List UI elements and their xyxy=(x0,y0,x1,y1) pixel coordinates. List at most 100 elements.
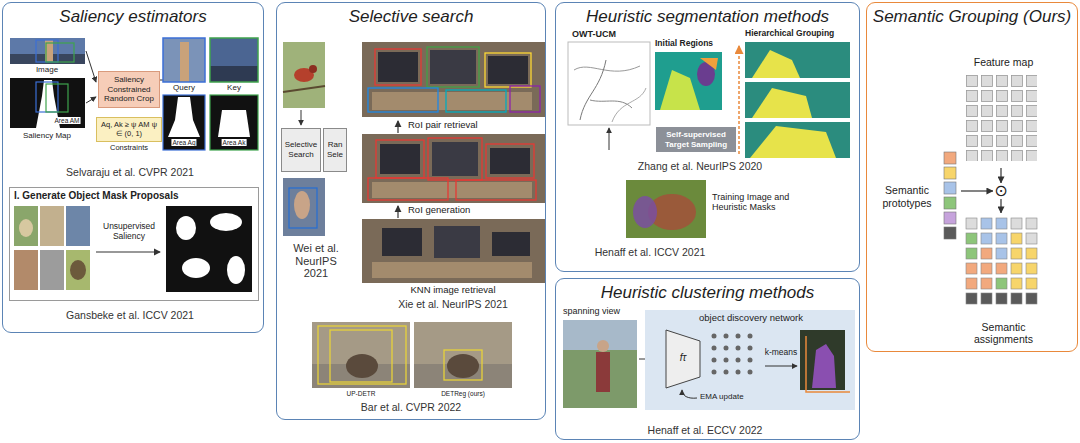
node-text: Saliency estimators xyxy=(3,7,263,27)
node-text: Semantic Grouping (Ours) xyxy=(867,7,1077,27)
feature-map: Feature map xyxy=(961,56,1046,168)
assignment-grid xyxy=(1011,233,1022,244)
contour-map xyxy=(580,60,606,120)
person-photo xyxy=(294,191,310,219)
desk-photo-pairs xyxy=(368,88,438,112)
assignment-grid xyxy=(1011,293,1022,304)
mask-proposal-figure xyxy=(166,206,252,292)
desk-photo-pairs xyxy=(362,42,545,117)
mask-proposal-figure xyxy=(227,256,245,284)
city-photo xyxy=(10,38,85,64)
mask-proposal-figure xyxy=(96,251,160,252)
assignment-grid xyxy=(981,248,992,259)
mask-proposal-figure xyxy=(40,206,64,246)
desk-photo-pairs xyxy=(372,92,532,110)
assignment-grid xyxy=(1026,278,1037,289)
desk-photo-pairs xyxy=(368,178,448,200)
desk-photo-pairs xyxy=(397,121,398,133)
mask-proposal-figure xyxy=(66,206,90,246)
figure-label: Unsupervised Saliency xyxy=(94,222,164,242)
network-figure xyxy=(736,346,741,351)
desk-photo-pairs xyxy=(380,144,420,174)
network-figure xyxy=(724,334,729,339)
assignment-grid xyxy=(981,233,992,244)
network-figure xyxy=(736,358,741,363)
desk-photo-pairs xyxy=(490,148,530,174)
city-photo xyxy=(46,43,74,62)
node-text: Semantic assignments xyxy=(961,321,1046,346)
hierarchical-grouping-stack xyxy=(738,46,740,154)
assignment-grid xyxy=(966,248,977,259)
query-key-crops xyxy=(168,97,200,137)
spanning-view-photo xyxy=(563,320,637,408)
figure-label: Area AM xyxy=(54,117,81,124)
node-text: object discovery network xyxy=(646,312,856,323)
saliency-map xyxy=(36,82,58,112)
assignment-grid xyxy=(996,233,1007,244)
mask-proposal-figure xyxy=(14,206,252,292)
flow-arrow xyxy=(86,97,96,103)
figure-label: Image xyxy=(36,65,58,74)
network-figure xyxy=(712,346,717,351)
arrow-connector xyxy=(1000,168,1001,183)
assignment-grid xyxy=(1011,263,1022,274)
network-figure xyxy=(806,336,850,392)
network-figure xyxy=(812,344,836,388)
figure-label: Initial Regions xyxy=(655,39,713,49)
bird-photo xyxy=(283,42,325,108)
network-figure xyxy=(748,346,753,351)
node-text: Ran Sele xyxy=(325,140,345,159)
assignment-grid xyxy=(966,293,977,304)
query-key-crops xyxy=(163,38,258,150)
prototype-swatches xyxy=(944,227,956,239)
bird-photo xyxy=(309,65,317,73)
person-photo xyxy=(289,188,317,228)
network-region: object discovery network xyxy=(646,311,856,411)
assignment-grid xyxy=(1026,233,1037,244)
process-box: Selective Search xyxy=(281,128,321,172)
assignment-map: Semantic assignments xyxy=(961,213,1046,346)
desk-photo-pairs xyxy=(434,226,480,258)
constraint-box: Aq, Ak ≥ ψ AM ψ ∈ (0, 1)Constraints xyxy=(96,117,162,152)
figure-label: RoI generation xyxy=(408,205,470,216)
spanning-view-photo xyxy=(596,352,610,392)
figure-label: Area Ak xyxy=(222,139,247,146)
method-panel: Semantic Grouping (Ours) Feature map ⊙ Sema… xyxy=(866,2,1078,352)
person-photo xyxy=(283,178,325,236)
arrow-connector xyxy=(961,190,993,191)
hierarchical-grouping-stack xyxy=(745,42,850,78)
desk-photo-pairs xyxy=(488,56,528,84)
citation: Gansbeke et al. ICCV 2021 xyxy=(66,309,194,321)
desk-photo-pairs xyxy=(372,182,532,198)
node-subtext: Constraints xyxy=(96,143,162,152)
desk-photo-pairs xyxy=(375,49,421,85)
bear-photos xyxy=(312,322,512,388)
mask-proposal-figure xyxy=(66,250,90,290)
figure-label: DETReg (ours) xyxy=(441,390,485,397)
product-symbol: ⊙ xyxy=(993,183,1009,199)
figure-label: Query xyxy=(173,83,195,92)
assignment-grid xyxy=(996,248,1007,259)
network-region xyxy=(645,310,855,410)
person-photo xyxy=(283,178,325,236)
desk-photo-pairs xyxy=(428,138,482,180)
assignment-grid xyxy=(981,263,992,274)
figure-label: fτ xyxy=(680,352,687,364)
network-figure xyxy=(748,358,753,363)
bird-photo xyxy=(283,42,325,108)
bear-photos xyxy=(330,330,392,382)
hierarchical-grouping-stack xyxy=(739,42,850,158)
query-key-crops xyxy=(163,95,205,150)
figure-label: OWT-UCM xyxy=(572,29,616,39)
node-text: Saliency Constrained Random Crop xyxy=(101,75,157,104)
assignment-grid xyxy=(966,218,977,229)
node-text: Selective search xyxy=(277,7,545,27)
mask-proposal-figure xyxy=(14,206,38,246)
assignment-grid xyxy=(966,278,977,289)
desk-photo-pairs xyxy=(397,206,398,218)
desk-photo-pairs xyxy=(362,219,545,283)
query-key-crops xyxy=(210,95,258,150)
mask-proposal-figure xyxy=(210,213,242,231)
citation: Selvaraju et al. CVPR 2021 xyxy=(66,166,194,178)
